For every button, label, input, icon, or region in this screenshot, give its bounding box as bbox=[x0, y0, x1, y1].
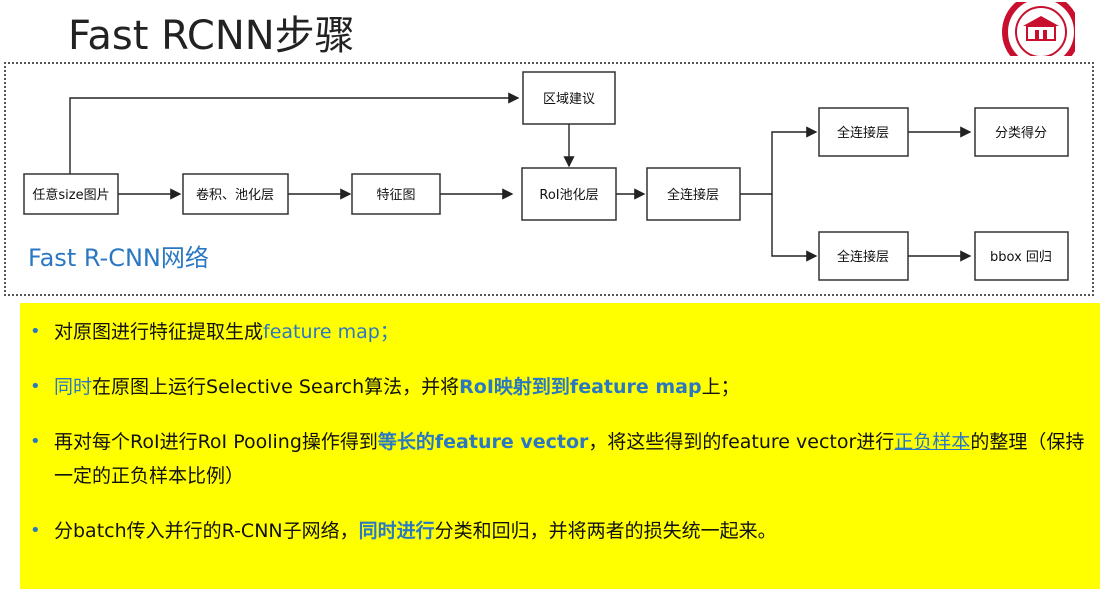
notes-panel: • 对原图进行特征提取生成feature map； • 同时在原图上运行Sele… bbox=[20, 303, 1100, 589]
network-label: Fast R-CNN网络 bbox=[28, 244, 209, 272]
note-item-3: • 再对每个RoI进行RoI Pooling操作得到等长的feature vec… bbox=[20, 425, 1100, 493]
fast-rcnn-flow-diagram: 任意size图片 卷积、池化层 特征图 区域建议 RoI池化层 全连接层 全连接… bbox=[23, 71, 1069, 281]
note-3-end: 的整理（保持一定的正负样本比例） bbox=[54, 431, 1085, 487]
flow-edges bbox=[69, 92, 972, 262]
university-seal-icon bbox=[1002, 2, 1075, 56]
note-2-simultaneous: 同时 bbox=[54, 376, 93, 398]
node-region-proposal: 区域建议 bbox=[522, 71, 616, 125]
note-item-2: • 同时在原图上运行Selective Search算法，并将RoI映射到到fe… bbox=[20, 370, 1100, 404]
node-fc-cls: 全连接层 bbox=[818, 107, 909, 157]
node-fc1: 全连接层 bbox=[646, 167, 741, 221]
svg-text:特征图: 特征图 bbox=[376, 188, 415, 203]
bullet-icon: • bbox=[30, 520, 41, 541]
svg-text:全连接层: 全连接层 bbox=[837, 249, 889, 265]
note-4-text: 分batch传入并行的R-CNN子网络， bbox=[54, 520, 359, 542]
svg-text:卷积、池化层: 卷积、池化层 bbox=[196, 187, 274, 203]
edge-fc1-split bbox=[740, 126, 818, 195]
svg-text:bbox 回归: bbox 回归 bbox=[990, 250, 1052, 265]
note-3-mid: ，将这些得到的feature vector进行 bbox=[588, 431, 895, 453]
node-conv-pool: 卷积、池化层 bbox=[182, 173, 289, 215]
bullet-icon: • bbox=[30, 376, 41, 397]
node-roi-pooling: RoI池化层 bbox=[521, 167, 617, 221]
note-1-feature-map: feature map； bbox=[263, 321, 399, 343]
svg-text:分类得分: 分类得分 bbox=[995, 125, 1047, 141]
svg-text:全连接层: 全连接层 bbox=[837, 125, 889, 141]
note-3-text: 再对每个RoI进行RoI Pooling操作得到 bbox=[54, 431, 378, 453]
bullet-icon: • bbox=[30, 321, 41, 342]
note-3-pos-neg-link[interactable]: 正负样本 bbox=[894, 431, 971, 453]
note-item-1: • 对原图进行特征提取生成feature map； bbox=[20, 315, 1100, 349]
note-4-end: 分类和回归，并将两者的损失统一起来。 bbox=[434, 520, 777, 542]
node-fc-bbox: 全连接层 bbox=[818, 231, 909, 281]
edge-fc1-bbox bbox=[771, 194, 818, 262]
svg-text:区域建议: 区域建议 bbox=[543, 92, 595, 107]
note-2-text: 在原图上运行Selective Search算法，并将 bbox=[92, 376, 460, 398]
diagram-frame bbox=[4, 62, 1094, 296]
note-3-fixed-length: 等长的feature vector bbox=[377, 431, 589, 453]
note-2-end: 上； bbox=[701, 376, 740, 398]
note-1-text: 对原图进行特征提取生成 bbox=[54, 321, 264, 343]
edge-input-region bbox=[69, 92, 520, 174]
svg-text:任意size图片: 任意size图片 bbox=[32, 187, 109, 203]
note-item-4: • 分batch传入并行的R-CNN子网络，同时进行分类和回归，并将两者的损失统… bbox=[20, 514, 1100, 548]
page-title: Fast RCNN步骤 bbox=[68, 13, 355, 59]
svg-text:全连接层: 全连接层 bbox=[667, 187, 719, 203]
note-4-simultaneous: 同时进行 bbox=[358, 520, 435, 542]
node-cls-score: 分类得分 bbox=[974, 107, 1069, 157]
node-feature-map: 特征图 bbox=[351, 173, 441, 215]
note-2-roi-mapping: RoI映射到到feature map bbox=[459, 376, 702, 398]
node-bbox-regression: bbox 回归 bbox=[974, 231, 1069, 281]
bullet-icon: • bbox=[30, 431, 41, 452]
node-input-image: 任意size图片 bbox=[23, 173, 119, 215]
svg-text:RoI池化层: RoI池化层 bbox=[539, 188, 598, 203]
